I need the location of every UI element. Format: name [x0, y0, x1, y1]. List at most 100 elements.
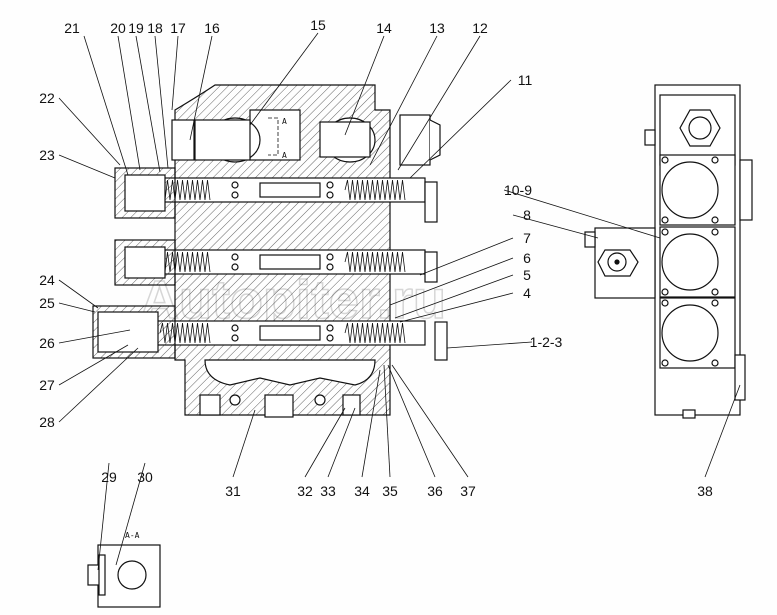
leader-line: [232, 409, 256, 478]
callout-label: 14: [376, 20, 392, 36]
callout-label: 37: [460, 483, 476, 499]
callout-label: 33: [320, 483, 336, 499]
callout-31: 31: [225, 409, 256, 499]
spring: [344, 179, 406, 201]
leader-line: [97, 462, 110, 571]
valve-side-view: [584, 84, 753, 419]
callout-10-9: 10-9: [503, 182, 661, 239]
callout-14: 14: [344, 20, 392, 136]
callout-label: 12: [472, 20, 488, 36]
leader-line: [249, 32, 319, 126]
callout-23: 23: [39, 147, 116, 179]
callout-30: 30: [115, 462, 153, 566]
callout-1-2-3: 1-2-3: [446, 334, 563, 350]
leader-line: [361, 369, 381, 478]
spring: [344, 322, 406, 344]
callout-label: 15: [310, 17, 326, 33]
callout-13: 13: [369, 20, 445, 166]
callout-25: 25: [39, 295, 96, 313]
leader-line: [503, 189, 661, 239]
callout-35: 35: [382, 364, 398, 499]
callout-8: 8: [512, 207, 599, 239]
leader-line: [83, 35, 129, 176]
leader-line: [409, 79, 512, 179]
callout-label: 6: [523, 250, 531, 266]
callout-label: 4: [523, 285, 531, 301]
section-view-title: A-A: [125, 531, 140, 540]
leader-line: [115, 462, 146, 566]
callout-37: 37: [391, 364, 476, 499]
callout-33: 33: [320, 407, 356, 499]
leader-line: [58, 154, 116, 179]
leader-line: [391, 364, 469, 478]
callout-label: 29: [101, 469, 117, 485]
leader-line: [304, 407, 346, 478]
section-a-a-view: A-A: [87, 531, 161, 608]
callout-label: 17: [170, 20, 186, 36]
callout-label: 22: [39, 90, 55, 106]
callout-label: 10-9: [504, 182, 532, 198]
callout-17: 17: [170, 20, 186, 111]
leader-line: [419, 237, 514, 276]
callout-18: 18: [147, 20, 169, 169]
callout-34: 34: [354, 369, 381, 499]
callout-label: 11: [518, 72, 533, 88]
callout-label: 30: [137, 469, 153, 485]
callout-label: 25: [39, 295, 55, 311]
callout-label: 20: [110, 20, 126, 36]
port-cover: [661, 304, 719, 362]
section-mark-top: A: [282, 117, 287, 126]
callout-label: 24: [39, 272, 55, 288]
spool-2: [149, 249, 426, 275]
callout-label: 32: [297, 483, 313, 499]
section-mark-bottom: A: [282, 151, 287, 160]
callout-19: 19: [128, 20, 161, 173]
callout-11: 11: [409, 72, 533, 179]
callout-label: 38: [697, 483, 713, 499]
callout-5: 5: [394, 267, 531, 319]
callout-label: 8: [523, 207, 531, 223]
callout-12: 12: [397, 20, 488, 171]
spool-3: [149, 320, 426, 346]
leader-line: [327, 407, 356, 478]
callout-label: 16: [204, 20, 220, 36]
leader-line: [117, 35, 141, 171]
leader-line: [704, 384, 741, 478]
callout-21: 21: [64, 20, 129, 176]
leader-line: [58, 302, 96, 313]
leader-line: [154, 35, 169, 169]
leader-line: [512, 214, 599, 239]
leader-line: [58, 347, 139, 423]
callout-20: 20: [110, 20, 141, 171]
callout-label: 28: [39, 414, 55, 430]
leader-line: [58, 329, 131, 344]
leader-line: [344, 35, 385, 136]
callout-label: 21: [64, 20, 80, 36]
callout-label: 13: [429, 20, 445, 36]
leader-line: [189, 35, 213, 141]
leader-line: [446, 341, 533, 349]
callout-28: 28: [39, 347, 139, 430]
callout-label: 7: [523, 230, 531, 246]
leader-line: [58, 344, 129, 386]
callout-label: 26: [39, 335, 55, 351]
callout-24: 24: [39, 272, 99, 309]
leader-line: [171, 35, 179, 111]
callout-label: 36: [427, 483, 443, 499]
callout-29: 29: [97, 462, 117, 571]
callout-label: 18: [147, 20, 163, 36]
port-cover: [661, 233, 719, 291]
leader-line: [383, 364, 391, 478]
leader-line: [58, 97, 121, 166]
callout-label: 1-2-3: [530, 334, 563, 350]
callout-15: 15: [249, 17, 326, 126]
leader-line: [399, 292, 514, 323]
leader-line: [397, 35, 481, 171]
callout-label: 35: [382, 483, 398, 499]
callout-label: 34: [354, 483, 370, 499]
callout-6: 6: [389, 250, 531, 306]
leader-line: [58, 279, 99, 309]
callout-38: 38: [697, 384, 741, 499]
callout-label: 31: [225, 483, 241, 499]
